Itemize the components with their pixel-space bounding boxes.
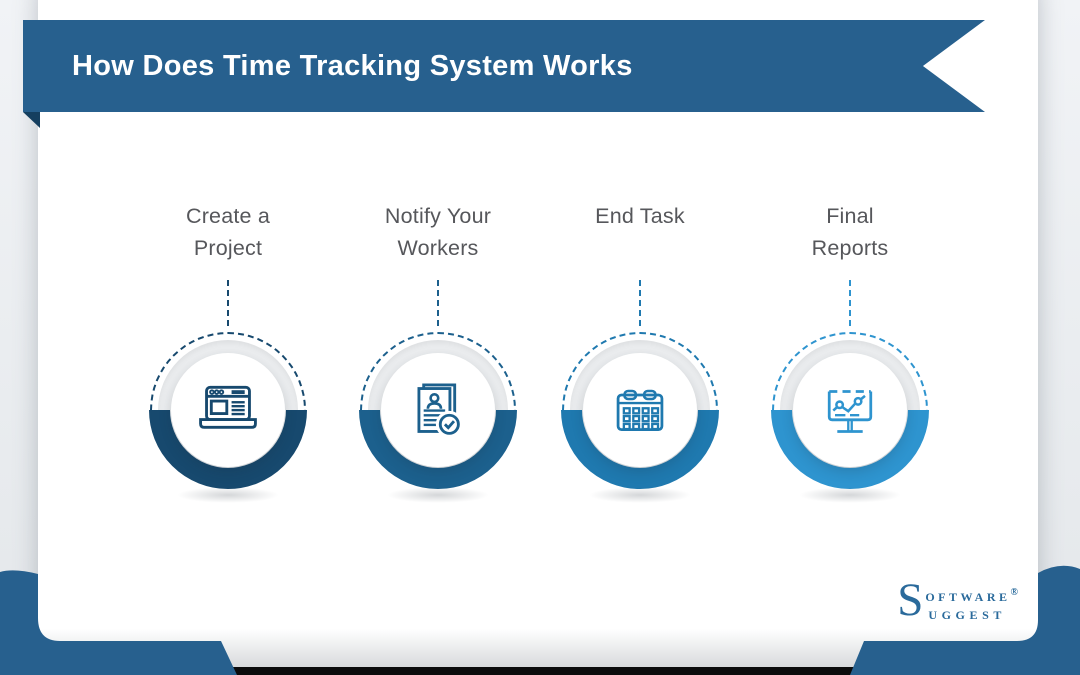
logo-line2: uggest: [928, 604, 1006, 623]
bottom-dark-strip: [228, 667, 858, 675]
step-label-line1: Final: [826, 204, 874, 228]
dashed-connector: [227, 280, 229, 326]
step-label-line1: Notify Your: [384, 204, 492, 228]
page-title: How Does Time Tracking System Works: [72, 49, 633, 82]
icon-disc: [583, 353, 697, 467]
dashed-connector: [849, 280, 851, 326]
step-notify-workers: Notify Your Workers: [338, 200, 538, 503]
step-circle: [148, 330, 308, 503]
step-circle: [358, 330, 518, 503]
title-ribbon: How Does Time Tracking System Works: [23, 20, 985, 112]
step-circle: [560, 330, 720, 503]
registered-mark: ®: [1010, 587, 1018, 598]
step-label-line1: Create a: [185, 204, 271, 228]
logo-line1-text: oftware: [925, 586, 1011, 605]
bottom-right-ribbon: [850, 565, 1080, 675]
presentation-line-chart-icon: [827, 390, 873, 433]
icon-disc: [793, 353, 907, 467]
step-label-line1: End Task: [595, 204, 685, 228]
step-create-project: Create a Project: [128, 200, 328, 503]
step-label-line2: Reports: [811, 236, 889, 260]
worker-document-check-icon: [417, 383, 463, 438]
step-circle: [770, 330, 930, 503]
softwaresuggest-logo: S oftware® uggest: [897, 574, 1018, 626]
step-end-task: End Task: [540, 200, 740, 503]
step-label-line2: Workers: [397, 236, 479, 260]
step-label: Final Reports: [750, 200, 950, 264]
laptop-browser-icon: [199, 385, 257, 429]
calendar-icon: [616, 389, 664, 431]
step-label: Notify Your Workers: [338, 200, 538, 264]
logo-wordmark: oftware® uggest: [925, 585, 1018, 624]
icon-disc: [171, 353, 285, 467]
bottom-left-ribbon: [0, 570, 237, 675]
step-label-line2: Project: [193, 236, 263, 260]
step-label: End Task: [540, 200, 740, 264]
step-label: Create a Project: [128, 200, 328, 264]
dashed-connector: [639, 280, 641, 326]
ribbon-fold: [23, 112, 40, 128]
dashed-connector: [437, 280, 439, 326]
logo-line1: oftware®: [925, 586, 1018, 605]
logo-initial: S: [897, 574, 924, 626]
step-final-reports: Final Reports: [750, 200, 950, 503]
icon-disc: [381, 353, 495, 467]
